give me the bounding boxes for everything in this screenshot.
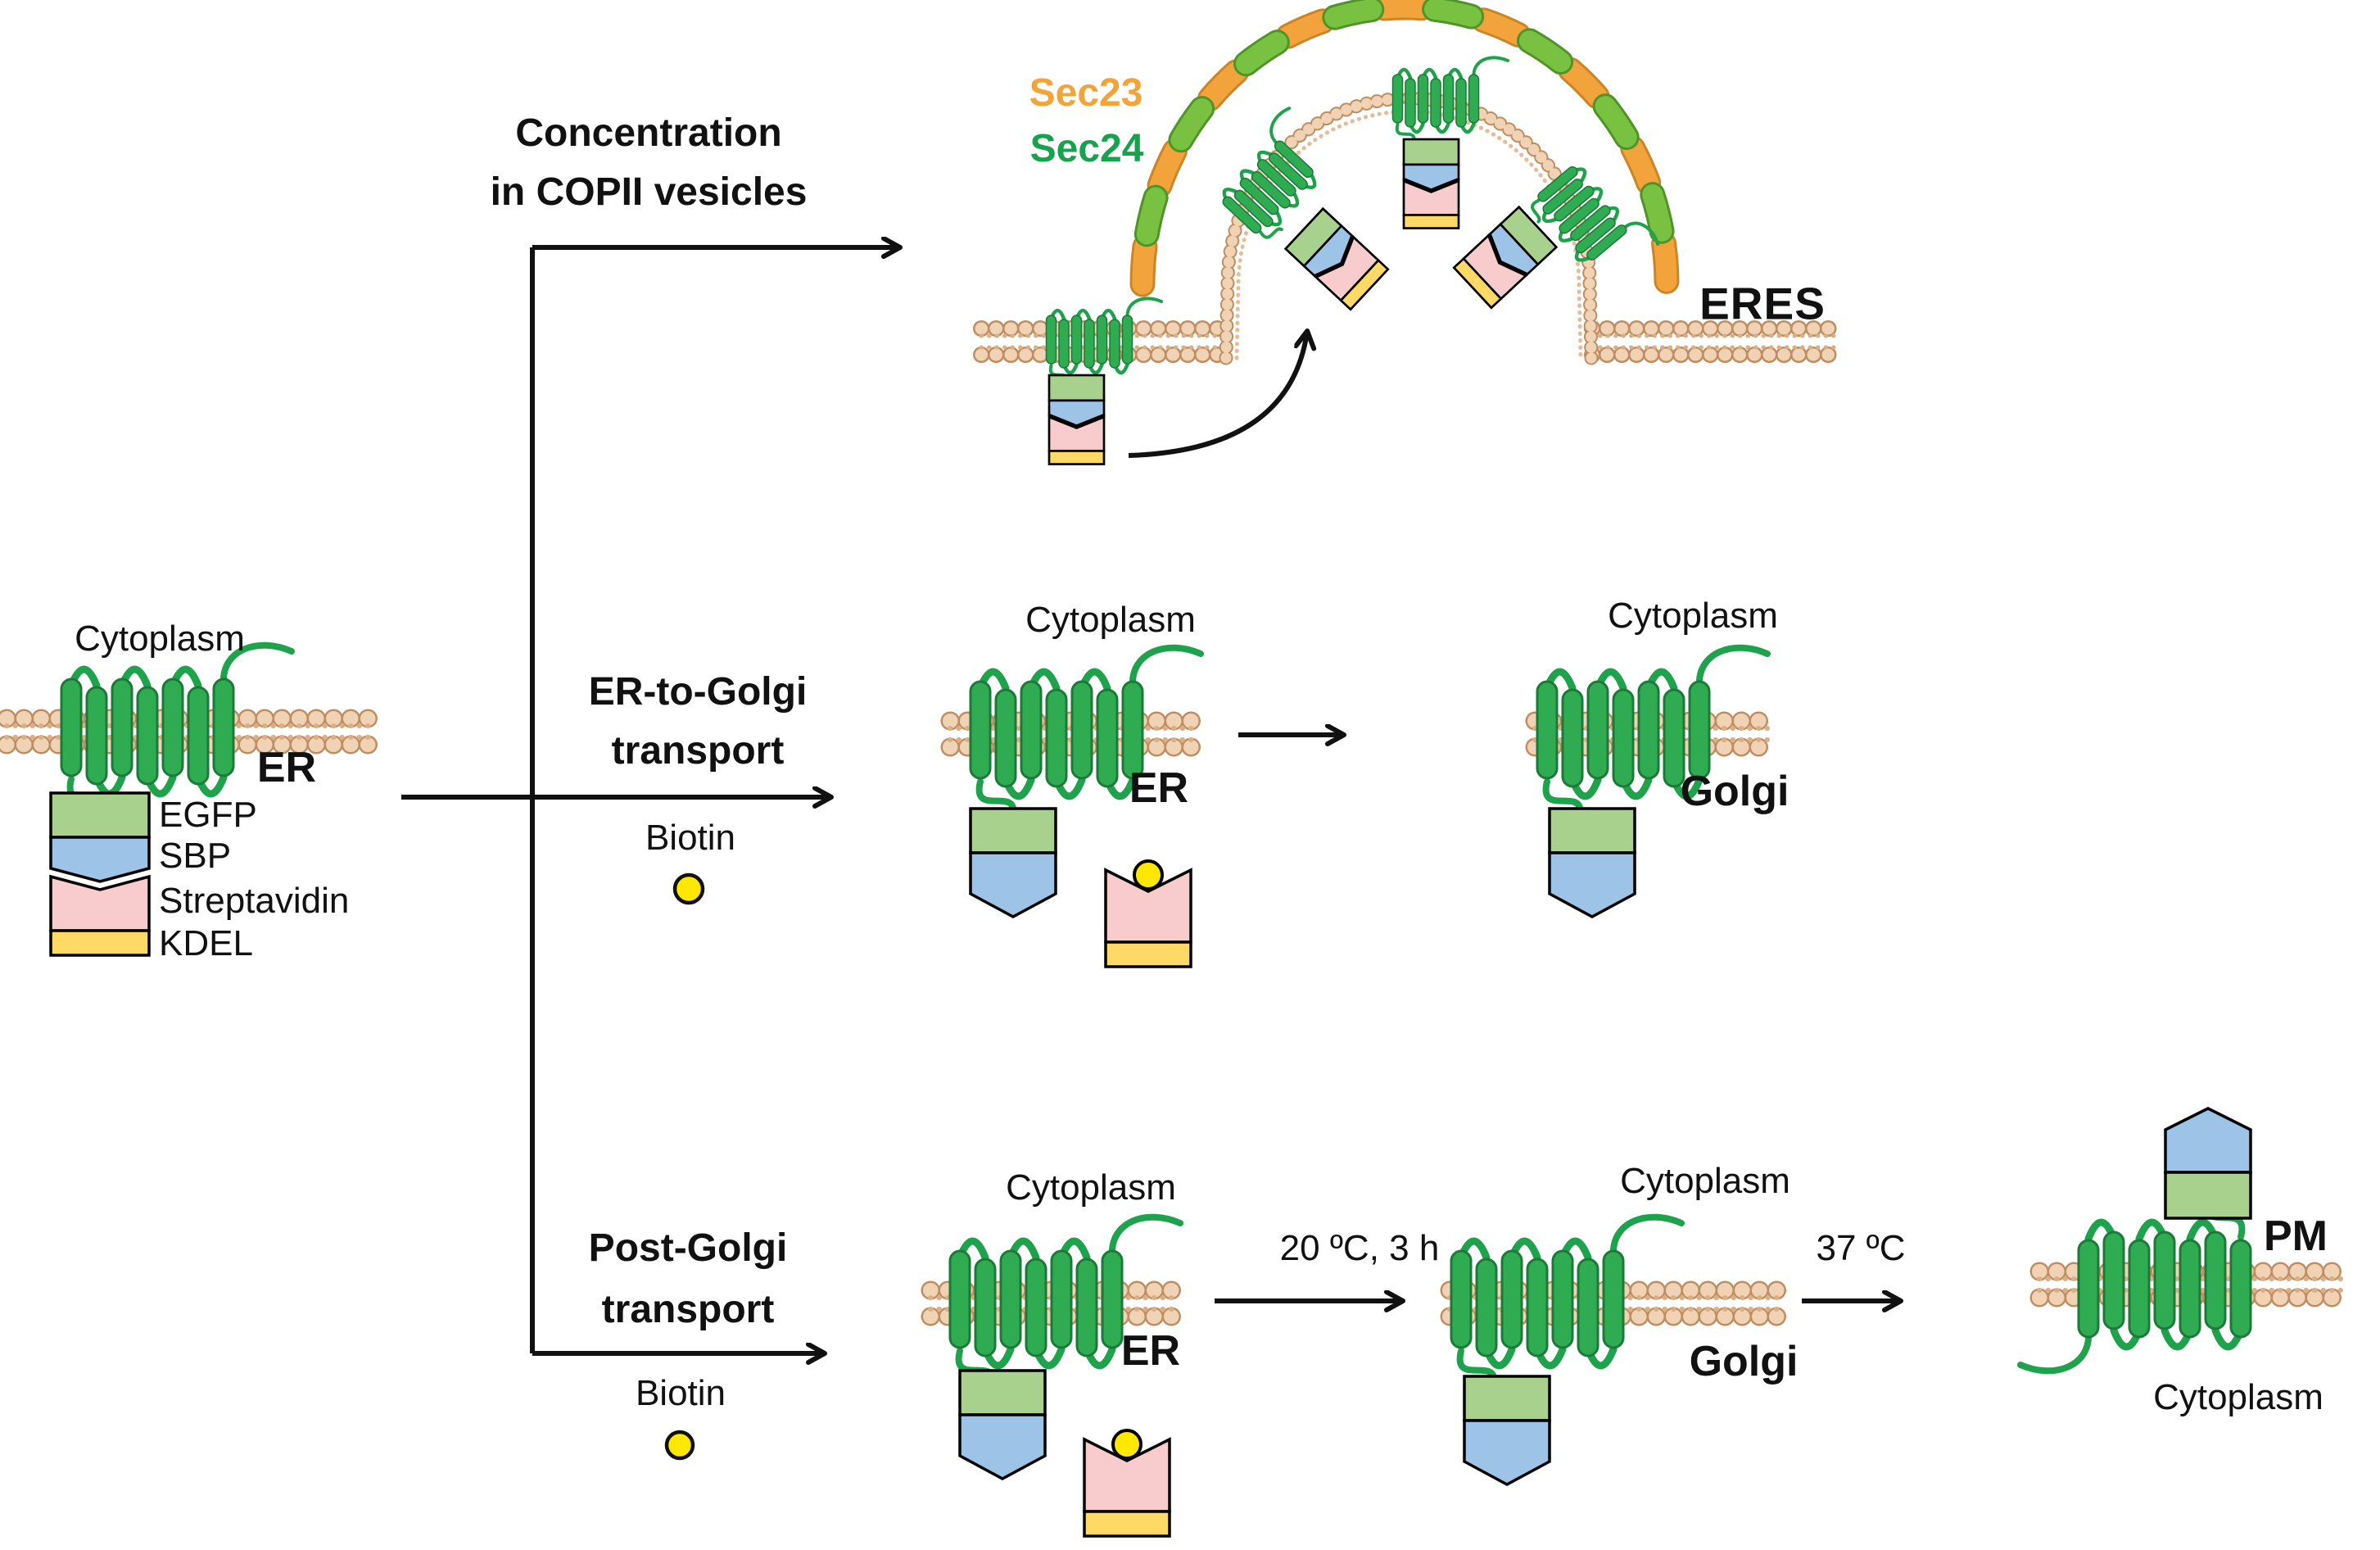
eres-label: ERES [1699,278,1826,329]
stack-vesicle-left [1286,209,1388,310]
stack-eres-flat [1049,375,1104,465]
er-to-golgi-label-line2: transport [611,729,785,773]
domain-label-kdel: KDEL [159,923,253,963]
stack-reporter-golgi-row2 [1548,807,1636,918]
condition-37c-label: 37 ºC [1816,1228,1906,1268]
cytoplasm-label-left: Cytoplasm [75,619,245,659]
cytoplasm-label-pm: Cytoplasm [2153,1377,2323,1417]
protein-vesicle-middle [1393,57,1509,138]
cytoplasm-label-golgi-row2: Cytoplasm [1608,596,1778,636]
arrow-into-vesicle-curved [1128,332,1307,458]
stack-vesicle-right [1454,207,1556,308]
cytoplasm-label-er-row2: Cytoplasm [1025,600,1196,640]
stack-reporter-golgi-row3 [1463,1375,1551,1486]
protein-eres-flat [1047,298,1162,378]
pm-label: PM [2264,1212,2328,1260]
cytoplasm-label-golgi-row3: Cytoplasm [1620,1161,1790,1201]
stack-legend-construct [49,791,151,957]
biotin-dot-row2 [672,872,705,905]
er-label-row2: ER [1129,764,1189,812]
domain-label-streptavidin: Streptavidin [159,881,350,921]
er-to-golgi-label-line1: ER-to-Golgi [588,670,808,714]
stack-hook-biotin-row3 [1083,1429,1171,1538]
biotin-dot-row3 [664,1430,695,1461]
pathway-arrows [401,247,1900,1353]
golgi-label-row2: Golgi [1680,768,1790,815]
membranes [0,91,2354,1326]
biotin-label-row2: Biotin [645,818,736,858]
copii-coat-arc [1129,0,1680,297]
golgi-label-row3: Golgi [1689,1338,1799,1385]
stack-reporter-er-row2 [969,807,1057,918]
stack-reporter-pm [2164,1107,2252,1220]
condition-20c-label: 20 ºC, 3 h [1279,1228,1440,1268]
stack-reporter-er-row3 [958,1369,1047,1480]
er-label-row3: ER [1120,1327,1181,1375]
stack-vesicle-middle [1404,139,1459,229]
copii-pathway-label-line1: Concentration [515,111,782,155]
post-golgi-label-line1: Post-Golgi [588,1226,788,1270]
legend-sec23: Sec23 [1029,71,1143,115]
cytoplasm-label-er-row3: Cytoplasm [1006,1167,1176,1208]
post-golgi-label-line2: transport [601,1288,775,1331]
membrane-eres-right [1584,320,1849,363]
er-label-left: ER [256,744,317,791]
domain-label-egfp: EGFP [159,795,257,835]
copii-pathway-label-line2: in COPII vesicles [490,170,808,214]
biotin-label-row3: Biotin [635,1373,726,1413]
legend-sec24: Sec24 [1029,127,1144,170]
stack-hook-biotin-row2 [1104,859,1192,968]
domain-label-sbp: SBP [159,836,232,876]
